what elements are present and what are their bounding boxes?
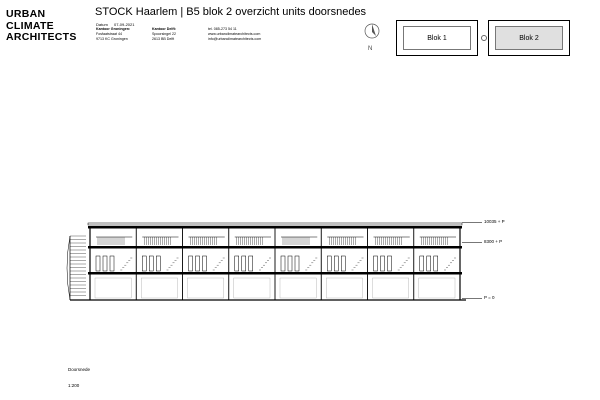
contact-info: tel. 085-273 54 11 www.urbanclimatearchi… <box>208 27 261 42</box>
office-city: 2613 BB Delft <box>152 37 175 41</box>
ground-unit <box>187 277 224 299</box>
brand-logo: URBAN CLIMATE ARCHITECTS <box>6 8 77 44</box>
drawing-caption: Doorsnede <box>68 367 91 372</box>
office-city: 9713 KC Groningen <box>96 37 128 41</box>
north-label: N <box>368 46 373 52</box>
door-frame <box>433 255 438 272</box>
date-label: Datum <box>96 22 108 27</box>
key-plan-blok-2[interactable]: Blok 2 <box>488 20 570 56</box>
door-frame <box>287 255 293 272</box>
key-plan-blok-1[interactable]: Blok 1 <box>396 20 478 56</box>
door-frame <box>334 255 339 272</box>
door-frame <box>142 255 147 272</box>
level-line-ground <box>462 298 482 299</box>
office-delft: Kantoor Delft: Spoorsingel 22 2613 BB De… <box>152 27 176 42</box>
door-frame <box>387 255 392 272</box>
ground-unit <box>372 277 409 299</box>
door-frame <box>95 255 101 272</box>
compass-north-icon <box>364 23 380 39</box>
ground-unit <box>326 277 363 299</box>
door-frame <box>280 255 286 272</box>
door-frame <box>294 255 300 272</box>
office-groningen: Kantoor Groningen: Fosfaatstraat 44 9713… <box>96 27 130 42</box>
office-heading: Kantoor Delft: <box>152 27 176 31</box>
ground-unit <box>279 277 317 299</box>
contact-email[interactable]: info@urbanclimatearchitects.com <box>208 37 262 41</box>
level-line-middle <box>462 242 482 243</box>
door-frame <box>156 255 161 272</box>
level-label-middle: 8300 + P <box>484 239 503 244</box>
door-frame <box>248 255 253 272</box>
door-frame <box>426 255 431 272</box>
office-heading: Kantoor Groningen: <box>96 27 131 31</box>
door-frame <box>241 255 246 272</box>
door-frame <box>188 255 193 272</box>
door-frame <box>109 255 115 272</box>
roof-edge <box>87 222 463 226</box>
brand-line-2: CLIMATE <box>6 19 54 32</box>
door-frame <box>102 255 108 272</box>
door-frame <box>373 255 378 272</box>
contact-phone: tel. 085-273 54 11 <box>208 27 237 31</box>
level-label-top: 10035 + P <box>484 219 505 224</box>
ground-unit <box>418 277 456 299</box>
door-frame <box>419 255 424 272</box>
brand-line-1: URBAN <box>6 8 46 20</box>
brand-line-3: ARCHITECTS <box>6 31 77 43</box>
door-frame <box>195 255 200 272</box>
level-line-top <box>462 222 482 223</box>
drawing-scale: 1:200 <box>68 383 80 388</box>
key-plan-blok-2-label: Blok 2 <box>495 26 563 50</box>
ground-unit <box>94 277 132 299</box>
door-frame <box>149 255 154 272</box>
door-frame <box>380 255 385 272</box>
ground-unit <box>141 277 178 299</box>
date-value: 07-09-2021 <box>114 22 135 27</box>
gallery-curve <box>66 235 71 301</box>
key-plan-connector-icon <box>481 35 487 41</box>
sheet-title: STOCK Haarlem | B5 blok 2 overzicht unit… <box>95 6 367 18</box>
contact-web[interactable]: www.urbanclimatearchitects.com <box>208 32 261 36</box>
door-frame <box>202 255 207 272</box>
level-label-ground: P = 0 <box>484 295 495 300</box>
door-frame <box>327 255 332 272</box>
office-address: Spoorsingel 22 <box>152 32 176 36</box>
door-frame <box>234 255 239 272</box>
key-plan-blok-1-label: Blok 1 <box>403 26 471 50</box>
ground-unit <box>233 277 271 299</box>
office-address: Fosfaatstraat 44 <box>96 32 122 36</box>
door-frame <box>341 255 346 272</box>
